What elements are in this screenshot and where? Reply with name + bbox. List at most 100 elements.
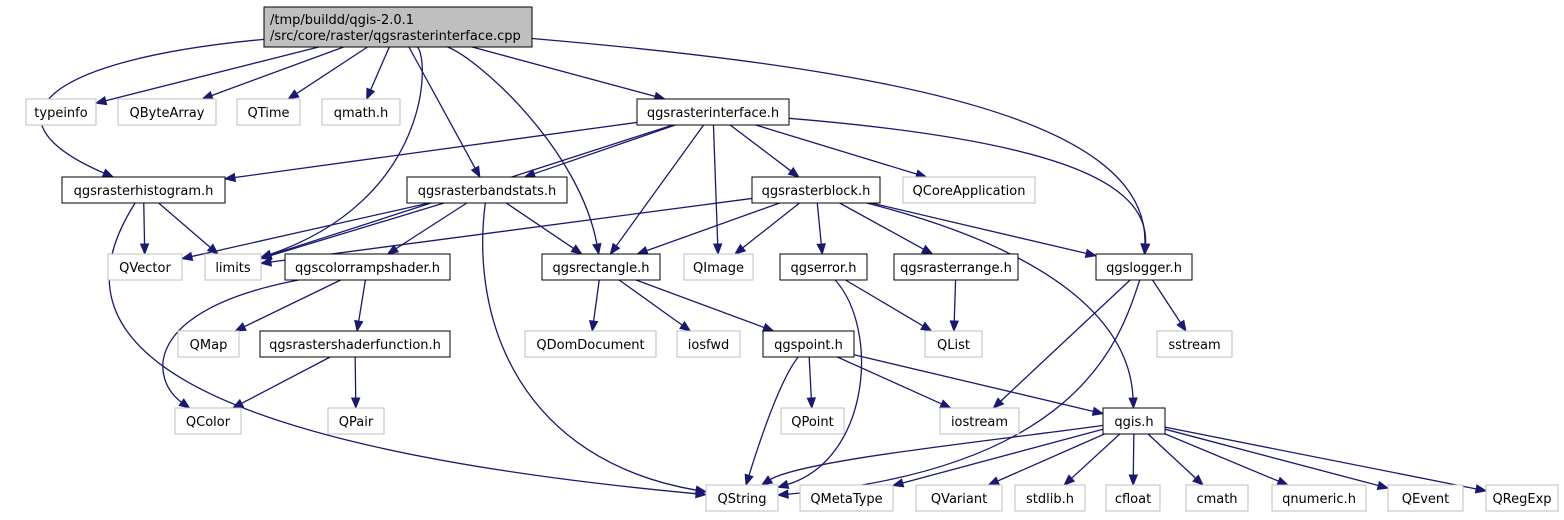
edge-root-to-qbytearray [201,46,344,100]
node-qstring: QString [705,484,779,512]
node-iosfwd-label: iosfwd [688,338,730,353]
edge-qgscolorrampshader-h-to-qmap-arrowhead [234,322,247,332]
edge-qgsrasterinterface-h-to-qcoreapplication-line [755,124,918,175]
edge-qgsrasterrange-h-to-qlist [949,279,959,333]
node-qnumeric-h: qnumeric.h [1271,484,1367,512]
edge-qgserror-h-to-qlist-arrowhead [920,321,933,332]
node-qgsrasterblock-h-label: qgsrasterblock.h [762,184,871,199]
node-qgis-h-label: qgis.h [1114,415,1153,430]
edge-qgspoint-h-to-qstring-line [748,356,799,477]
edge-qgsrasterbandstats-h-to-limits-line [269,202,445,257]
node-cmath-box [1185,484,1249,512]
node-qgsrasterrange-h[interactable]: qgsrasterrange.h [893,253,1019,281]
node-qmath-h-label: qmath.h [334,106,389,121]
edge-root-to-qbytearray-arrowhead [201,90,214,100]
edge-root-to-qgsrectangle-h-line [447,46,598,246]
edge-qgis-h-to-qevent-line [1164,428,1380,487]
edge-qgis-h-to-qmetatype-arrowhead [891,478,905,488]
edge-qgsrectangle-h-to-qdomdocument-line [592,279,600,323]
edge-qgsrasterinterface-h-to-qgslogger-h [788,117,1151,256]
edge-root-to-qtime-line [295,46,368,95]
node-qgserror-h[interactable]: qgserror.h [779,253,868,281]
node-iostream-box [939,407,1020,435]
node-qvector: QVector [107,253,183,281]
node-qvector-label: QVector [119,261,171,276]
node-qgscolorrampshader-h[interactable]: qgscolorrampshader.h [284,253,451,281]
node-qgsrasterbandstats-h[interactable]: qgsrasterbandstats.h [406,176,568,204]
node-qgslogger-h[interactable]: qgslogger.h [1095,253,1193,281]
node-root-label-1: /tmp/buildd/qgis-2.0.1 [270,13,414,28]
node-qmap: QMap [177,330,240,358]
edge-qgis-h-to-cfloat-line [1132,433,1135,477]
edge-qgsrasterblock-h-to-qgserror-h-arrowhead [816,243,826,256]
edge-qgsrasterrange-h-to-qlist-line [953,279,957,323]
edge-qgsrectangle-h-to-iosfwd [618,279,692,332]
node-qgsrasterrange-h-box [893,253,1019,281]
edge-qgscolorrampshader-h-to-qmap [234,279,341,332]
edge-qgis-h-to-qregexp-line [1164,426,1478,490]
edge-qgsrasterhistogram-h-to-qvector-line [143,202,146,246]
node-qregexp-box [1485,484,1559,512]
node-qmap-label: QMap [190,338,228,353]
node-qpair: QPair [327,407,385,435]
node-qgsrastershaderfunction-h[interactable]: qgsrastershaderfunction.h [259,330,451,358]
edge-root-to-typeinfo-line [104,46,319,102]
node-qtime-label: QTime [247,106,289,121]
edges-layer [40,37,1488,499]
node-qbytearray-label: QByteArray [130,106,205,121]
edge-qgsrasterbandstats-h-to-qstring-arrowhead [694,485,708,495]
edge-qgscolorrampshader-h-to-qcolor [162,279,299,409]
edge-qgsrectangle-h-to-qgspoint-h-arrowhead [761,322,775,332]
node-qpoint: QPoint [780,407,845,435]
node-qgsrasterbandstats-h-label: qgsrasterbandstats.h [418,184,557,199]
edge-qgsrectangle-h-to-qgspoint-h-line [635,279,766,329]
edge-root-to-typeinfo-arrowhead [94,96,108,106]
edge-qgsrasterbandstats-h-to-qgscolorrampshader-h-line [394,202,468,250]
node-qgspoint-h-box [762,330,855,358]
edge-qgspoint-h-to-qpoint-line [808,356,813,400]
edge-root-to-qgsrasterbandstats-h [408,46,481,179]
edge-qgis-h-to-cfloat [1128,433,1139,487]
node-qstring-label: QString [717,492,766,507]
node-qgscolorrampshader-h-label: qgscolorrampshader.h [295,261,440,276]
edge-qgspoint-h-to-qgis-h [853,354,1105,416]
node-typeinfo-label: typeinfo [34,106,87,121]
edge-qgsrasterblock-h-to-qgslogger-h [871,202,1098,258]
node-qlist-label: QList [937,338,970,353]
node-qcolor-box [174,407,242,435]
edge-qgscolorrampshader-h-to-qgsrastershaderfunction-h [354,279,367,333]
node-qgsrasterhistogram-h[interactable]: qgsrasterhistogram.h [61,176,226,204]
edge-qgsrasterblock-h-to-qgsrasterrange-h [839,202,934,255]
node-qimage: QImage [683,253,754,281]
node-qgspoint-h-label: qgspoint.h [774,338,843,353]
edge-qgsrasterinterface-h-to-qgsrectangle-h-arrowhead [609,242,621,256]
node-qgsrasterinterface-h-box [636,98,790,126]
node-qgsrastershaderfunction-h-label: qgsrastershaderfunction.h [269,338,441,353]
edge-qgsrectangle-h-to-qgspoint-h [635,279,775,332]
edge-qgsrasterbandstats-h-to-qstring [482,202,708,495]
node-qgspoint-h[interactable]: qgspoint.h [762,330,855,358]
node-qgis-h[interactable]: qgis.h [1102,407,1166,435]
edge-qgis-h-to-stdlib-h-line [1070,433,1121,480]
node-qgsrasterinterface-h[interactable]: qgsrasterinterface.h [636,98,790,126]
node-qgis-h-box [1102,407,1166,435]
node-qmath-h: qmath.h [321,98,401,126]
edge-qgsrastershaderfunction-h-to-qpair-line [354,356,357,400]
edge-qgsrasterblock-h-to-limits-arrowhead [259,257,273,267]
edge-qgsrasterblock-h-to-qgsrectangle-h-line [645,202,780,252]
node-qgsrasterblock-h[interactable]: qgsrasterblock.h [751,176,881,204]
edge-qgsrasterblock-h-to-qimage-line [741,202,800,249]
edge-qgspoint-h-to-iostream-line [837,356,943,405]
node-qgsrectangle-h[interactable]: qgsrectangle.h [541,253,661,281]
edge-qgscolorrampshader-h-to-qgsrastershaderfunction-h-line [357,279,367,323]
node-qpair-box [327,407,385,435]
node-qdomdocument-box [524,330,657,358]
node-qtime: QTime [236,98,301,126]
edge-root-to-qgsrasterinterface-h-line [471,46,657,98]
edge-qgis-h-to-cmath [1147,433,1204,486]
edge-root-to-limits-line [269,46,423,256]
node-root[interactable]: /tmp/buildd/qgis-2.0.1/src/core/raster/q… [263,6,533,48]
edge-qgsrasterinterface-h-to-qgsrasterblock-h-line [729,124,793,173]
node-stdlib-h-box [1014,484,1086,512]
